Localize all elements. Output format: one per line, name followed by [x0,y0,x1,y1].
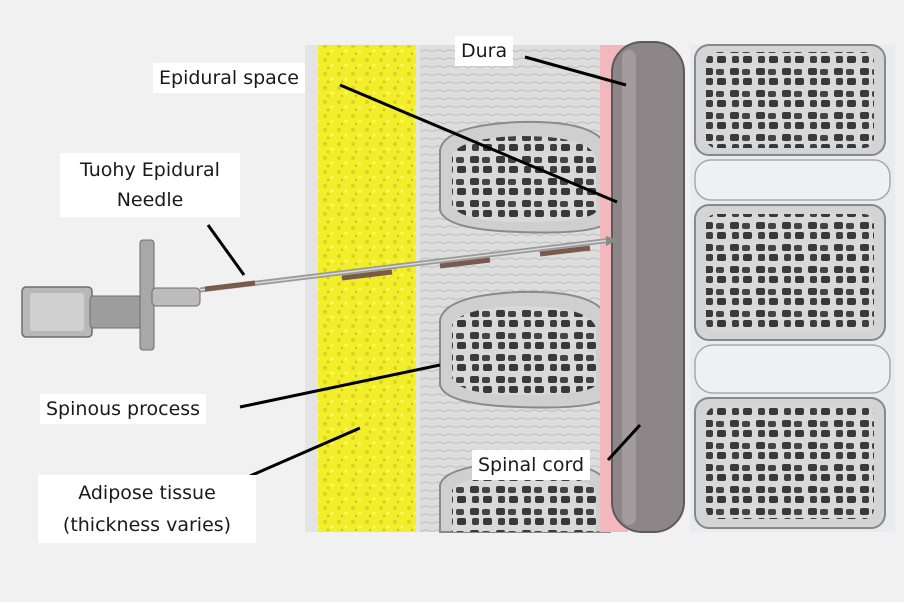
intervertebral-disc-1 [695,160,890,200]
vertebral-marrow-1 [706,52,874,148]
hub-cap-face [30,293,84,331]
hub-neck [152,288,200,306]
tuohy-needle-label: Tuohy Epidural Needle [60,153,240,217]
bone-marrow-lower [452,474,596,532]
vertebral-marrow-2 [706,214,874,332]
epidural-space-label: Epidural space [153,63,305,93]
vertebral-marrow-3 [706,407,874,519]
tuohy-label-line1: Tuohy Epidural [66,155,234,185]
bone-marrow-middle [452,306,596,395]
adipose-label-line2: (thickness varies) [44,509,250,541]
spinal-cord-highlight [622,50,636,525]
intervertebral-disc-2 [695,345,890,393]
adipose-label-line1: Adipose tissue [44,477,250,509]
adipose-tissue [318,45,416,532]
bone-marrow-upper [452,136,596,222]
tuohy-label-line2: Needle [66,185,234,215]
adipose-tissue-label: Adipose tissue (thickness varies) [38,475,256,543]
spinal-cord-label: Spinal cord [472,450,590,480]
spinous-process-label: Spinous process [40,394,206,424]
hub-body [90,296,142,328]
dura-label: Dura [455,36,513,66]
